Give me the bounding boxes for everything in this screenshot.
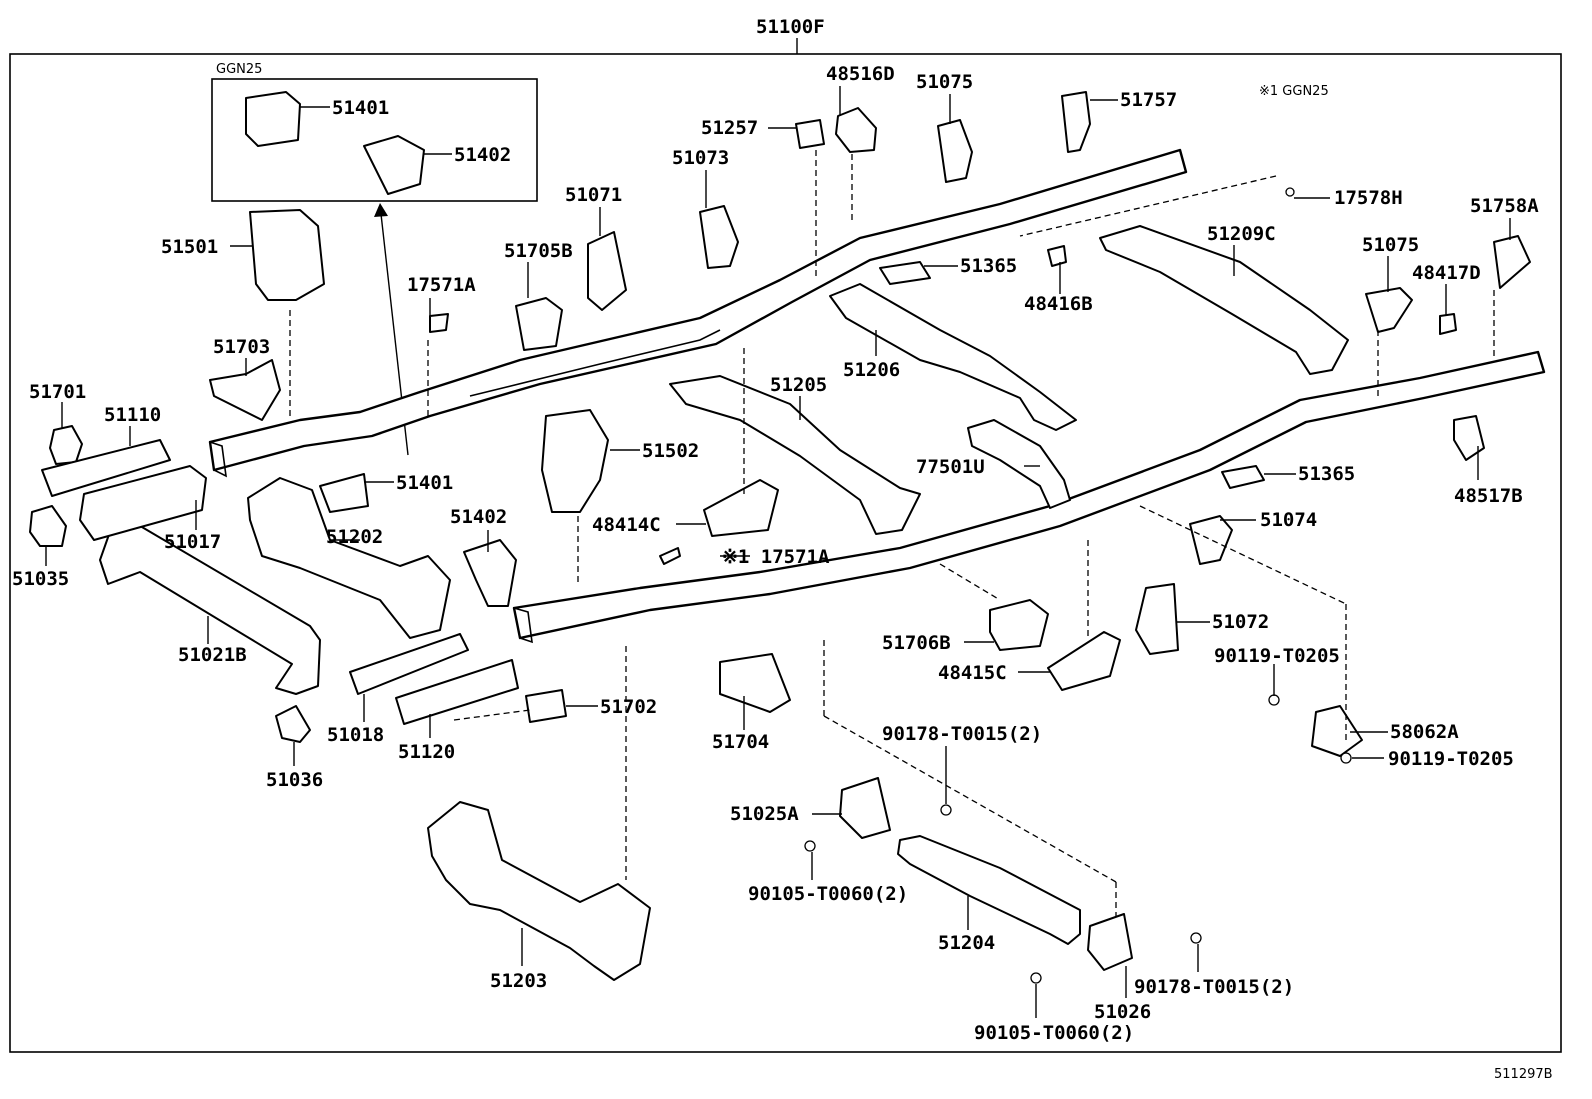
label-51204: 51204 [938, 932, 995, 954]
label-51206: 51206 [843, 359, 900, 381]
label-51758A: 51758A [1470, 195, 1539, 217]
inset-label-51401: 51401 [332, 97, 389, 119]
label-51704: 51704 [712, 731, 769, 753]
label-17578H: 17578H [1334, 187, 1403, 209]
label-51035: 51035 [12, 568, 69, 590]
label-51502: 51502 [642, 440, 699, 462]
label-90119-T0205-bottom: 90119-T0205 [1388, 748, 1514, 770]
label-51025A: 51025A [730, 803, 799, 825]
label-51074: 51074 [1260, 509, 1317, 531]
label-51501: 51501 [161, 236, 218, 258]
label-48516D: 48516D [826, 63, 895, 85]
label-48417D: 48417D [1412, 262, 1481, 284]
label-51110: 51110 [104, 404, 161, 426]
label-51073: 51073 [672, 147, 729, 169]
label-51702: 51702 [600, 696, 657, 718]
outer-frame-border [9, 53, 1562, 1053]
label-51203: 51203 [490, 970, 547, 992]
label-77501U: 77501U [916, 456, 985, 478]
label-51202: 51202 [326, 526, 383, 548]
label-17571A: 17571A [407, 274, 476, 296]
left-side-rail [208, 148, 1188, 478]
label-51703: 51703 [213, 336, 270, 358]
label-90119-T0205-top: 90119-T0205 [1214, 645, 1340, 667]
label-51018: 51018 [327, 724, 384, 746]
label-51021B: 51021B [178, 644, 247, 666]
label-51036: 51036 [266, 769, 323, 791]
crossmember-51202 [247, 477, 451, 639]
label-51017: 51017 [164, 531, 221, 553]
label-48416B: 48416B [1024, 293, 1093, 315]
inset-label-51402: 51402 [454, 144, 511, 166]
label-51120: 51120 [398, 741, 455, 763]
label-48517B: 48517B [1454, 485, 1523, 507]
crossmember-77501U [967, 419, 1071, 509]
label-58062A: 58062A [1390, 721, 1459, 743]
label-51401: 51401 [396, 472, 453, 494]
label-90105-T0060-top: 90105-T0060(2) [748, 883, 908, 905]
label-51757: 51757 [1120, 89, 1177, 111]
label-17571A-note: ※1 17571A [722, 546, 830, 568]
crossmember-51021B [99, 519, 321, 695]
figure-code: 511297B [1494, 1067, 1553, 1082]
label-90178-T0015-bottom: 90178-T0015(2) [1134, 976, 1294, 998]
label-51205: 51205 [770, 374, 827, 396]
label-51075-right: 51075 [1362, 234, 1419, 256]
label-51257: 51257 [701, 117, 758, 139]
crossmember-51206 [829, 283, 1077, 431]
crossmember-51203 [427, 801, 651, 981]
label-51072: 51072 [1212, 611, 1269, 633]
inset-title: GGN25 [216, 62, 262, 77]
label-51706B: 51706B [882, 632, 951, 654]
callout-labels: 51401 51402 ※1 GGN25 48516D 51075 51757 … [12, 63, 1539, 1044]
label-51075-top: 51075 [916, 71, 973, 93]
crossmember-51209C [1099, 225, 1349, 375]
inset-ggn25: GGN25 [211, 62, 538, 202]
crossmember-51204 [897, 835, 1081, 945]
label-48414C: 48414C [592, 514, 661, 536]
label-51071: 51071 [565, 184, 622, 206]
label-48415C: 48415C [938, 662, 1007, 684]
label-51705B: 51705B [504, 240, 573, 262]
label-51026: 51026 [1094, 1001, 1151, 1023]
label-51402: 51402 [450, 506, 507, 528]
label-90105-T0060-bottom: 90105-T0060(2) [974, 1022, 1134, 1044]
crossmember-51205 [669, 375, 921, 535]
main-part-label: 51100F [756, 16, 825, 38]
label-51365-top: 51365 [960, 255, 1017, 277]
note-ggn25: ※1 GGN25 [1259, 84, 1329, 99]
label-51209C: 51209C [1207, 223, 1276, 245]
label-51701: 51701 [29, 381, 86, 403]
label-51365-right: 51365 [1298, 463, 1355, 485]
right-side-rail [512, 350, 1546, 644]
label-90178-T0015-top: 90178-T0015(2) [882, 723, 1042, 745]
